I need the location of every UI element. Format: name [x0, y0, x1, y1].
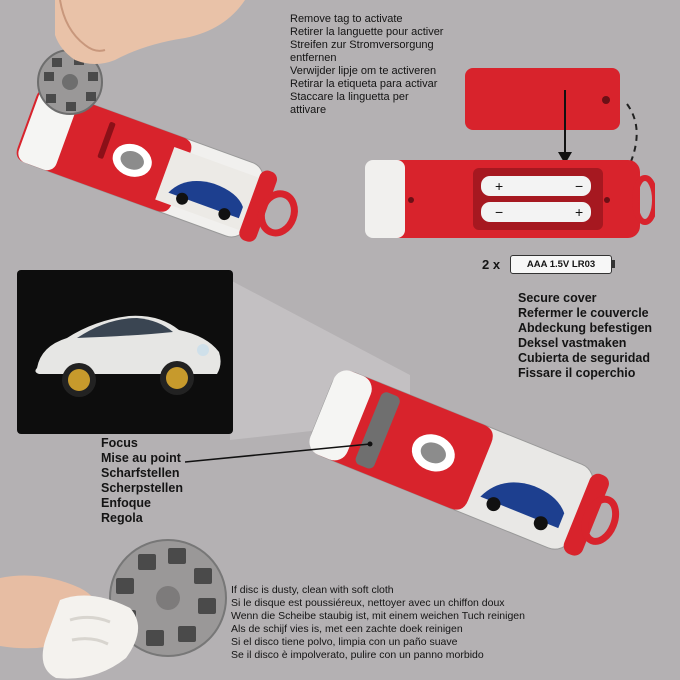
cover-line: Cubierta de seguridad	[518, 351, 650, 365]
tag-line: Streifen zur Stromversorgung	[290, 39, 434, 51]
disc-line: If disc is dusty, clean with soft cloth	[231, 584, 394, 596]
tag-line: Remove tag to activate	[290, 13, 403, 25]
battery-terminal	[611, 260, 615, 268]
focus-line: Enfoque	[101, 496, 151, 510]
focus-instructions: Focus Mise au point Scharfstellen Scherp…	[101, 436, 183, 526]
disc-line: Als de schijf vies is, met een zachte do…	[231, 623, 463, 635]
battery-compartment-illustration: + − − +	[365, 68, 655, 238]
battery-plus-1: +	[495, 178, 503, 194]
cover-line: Secure cover	[518, 291, 597, 305]
cover-line: Abdeckung befestigen	[518, 321, 653, 335]
disc-cleaning-illustration	[0, 539, 227, 679]
battery-icon: AAA 1.5V LR03	[510, 255, 612, 274]
flashlight-insert-illustration	[16, 0, 298, 242]
focus-line: Regola	[101, 511, 143, 525]
projecting-flashlight	[309, 370, 620, 556]
focus-line: Focus	[101, 436, 138, 450]
slide-disc-icon	[37, 49, 103, 115]
projected-car-image	[17, 270, 233, 434]
tag-line: Verwijder lipje om te activeren	[290, 65, 437, 77]
cover-line: Fissare il coperchio	[518, 366, 636, 380]
battery-minus-1: −	[575, 178, 583, 194]
disc-line: Si el disco tiene polvo, limpia con un p…	[231, 636, 458, 648]
focus-line: Mise au point	[101, 451, 181, 465]
cover-line: Refermer le couvercle	[518, 306, 649, 320]
disc-line: Wenn die Scheibe staubig ist, mit einem …	[231, 610, 525, 622]
battery-plus-2: +	[575, 204, 583, 220]
tag-line: attivare	[290, 104, 327, 116]
battery-minus-2: −	[495, 204, 503, 220]
focus-line: Scharfstellen	[101, 466, 180, 480]
cover-instructions: Secure cover Refermer le couvercle Abdec…	[518, 291, 652, 381]
battery-quantity: 2 x	[482, 257, 501, 272]
battery-type: AAA 1.5V LR03	[526, 259, 596, 270]
tag-instructions: Remove tag to activate Retirer la langue…	[290, 13, 443, 117]
focus-line: Scherpstellen	[101, 481, 183, 495]
disc-line: Se il disco è impolverato, pulire con un…	[231, 649, 484, 661]
slide-disc-icon	[109, 539, 227, 657]
tag-line: Retirar la etiqueta para activar	[290, 78, 438, 90]
tag-line: Retirer la languette pour activer	[290, 26, 444, 38]
disc-line: Si le disque est poussiéreux, nettoyer a…	[231, 597, 505, 609]
cover-line: Deksel vastmaken	[518, 336, 627, 350]
tag-line: Staccare la linguetta per	[290, 91, 409, 103]
focus-pointer-line	[185, 441, 373, 463]
disc-instructions: If disc is dusty, clean with soft cloth …	[231, 584, 525, 662]
tag-line: entfernen	[290, 52, 337, 64]
